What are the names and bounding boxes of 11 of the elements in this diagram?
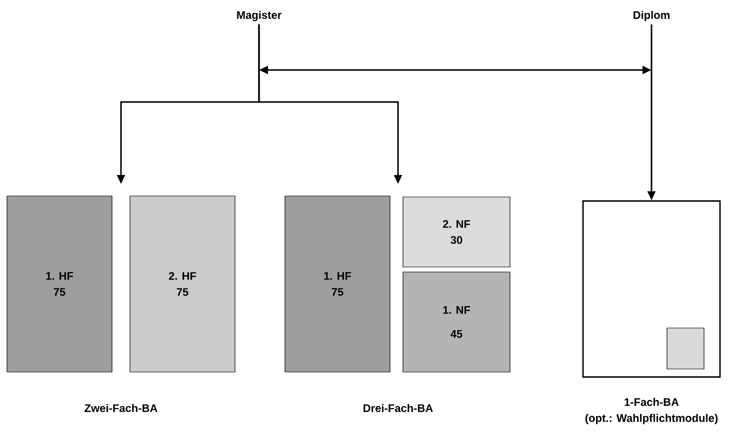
subject-box: 1. HF 75 <box>6 196 112 372</box>
heading-label: Magister <box>237 10 282 22</box>
frame-caption: 1-Fach-BA (opt.: Wahlpflichtmodule) <box>585 398 718 424</box>
subject-box: 2. NF 30 <box>402 196 510 268</box>
small-box <box>666 328 704 370</box>
group-caption: Drei-Fach-BA <box>364 404 433 412</box>
subject-box: 1. HF 75 <box>284 196 390 372</box>
subject-box: 2. HF 75 <box>130 196 236 372</box>
group-caption: Zwei-Fach-BA <box>84 404 158 412</box>
subject-box: 1. NF 45 <box>402 272 510 372</box>
heading-label: Diplom <box>634 10 670 22</box>
